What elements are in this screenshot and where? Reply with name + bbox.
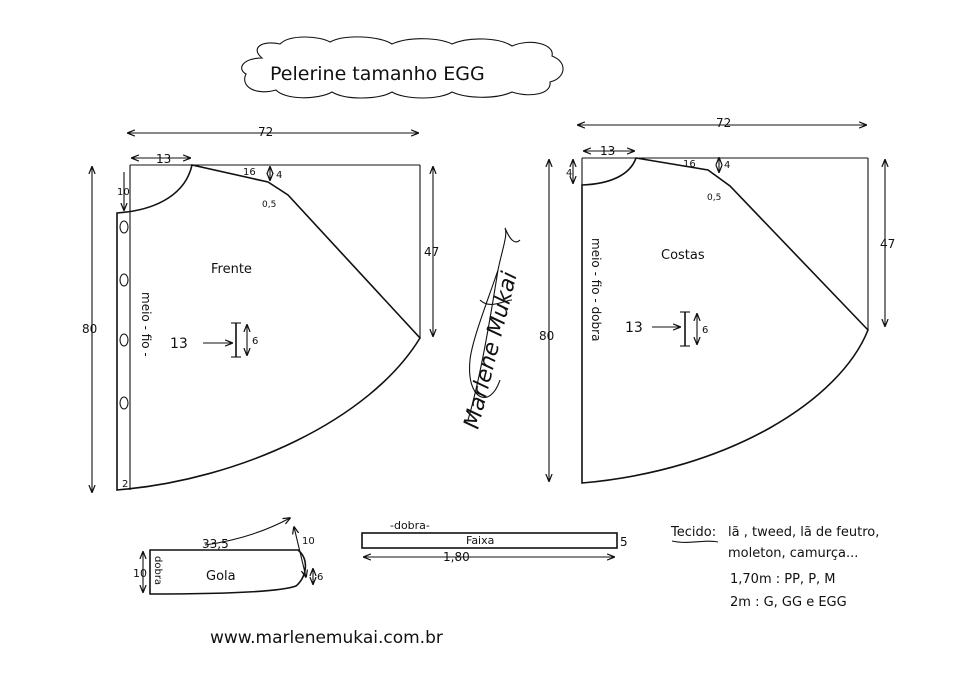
front-hem-offset-label: 2 [122,479,128,490]
back-piece-label: Costas [661,248,705,263]
back-mark-pos-label: 13 [625,320,643,336]
front-shoulder-extra-label: 0,5 [262,200,276,210]
front-pattern [92,133,433,492]
signature-text: Marlene Mukai [460,269,523,431]
band-fold-label: -dobra- [390,519,430,532]
fabric-label: Tecido: [670,525,716,540]
fabric-amount-1: 1,70m : PP, P, M [730,572,836,587]
front-height-label: 80 [82,322,97,336]
back-neck-depth-label: 4 [566,168,572,179]
back-width-label: 72 [716,116,731,130]
page-title: Pelerine tamanho EGG [270,63,485,85]
front-shoulder-label: 16 [243,167,256,178]
back-fold-label: meio - fio - dobra [589,238,603,341]
collar-end-height-label: 10 [302,536,315,547]
back-shoulder-label: 16 [683,159,696,170]
signature-mark [467,227,521,421]
front-neck-width-label: 13 [156,152,171,166]
back-neck-width-label: 13 [600,144,615,158]
fabric-line-1: lã , tweed, lã de feutro, [728,525,879,540]
front-side-label: 47 [424,245,439,259]
back-shoulder-extra-label: 0,5 [707,193,721,203]
band-piece-label: Faixa [466,534,494,547]
front-piece-label: Frente [211,262,252,277]
collar-pattern [143,518,313,595]
back-outline [581,157,869,484]
fabric-notes [671,540,719,543]
back-mark-size-label: 6 [702,325,708,336]
collar-length-label: 33,5 [202,537,229,551]
band-pattern [361,532,618,557]
band-width-label: 5 [620,535,628,549]
collar-piece-label: Gola [206,569,236,584]
front-buttonhole-size-label: 6 [252,336,258,347]
front-outline [116,164,421,491]
band-length-label: 1,80 [443,550,470,564]
collar-fold-label: dobra [152,556,163,585]
back-side-label: 47 [880,237,895,251]
front-width-label: 72 [258,125,273,139]
website-url: www.marlenemukai.com.br [210,628,443,648]
fabric-line-2: moleton, camurça... [728,546,858,561]
back-height-label: 80 [539,329,554,343]
front-buttonhole-pos-label: 13 [170,336,188,352]
back-shoulder-drop-label: 4 [724,160,730,171]
front-fold-label: meio - fio - [139,292,153,357]
front-shoulder-drop-label: 4 [276,170,282,181]
collar-tip-label: 6 [317,572,323,583]
band-outline [361,532,618,549]
title-cloud [241,36,564,99]
back-pattern [549,125,885,484]
front-buttons [119,220,129,410]
collar-height-label: 10 [133,567,147,580]
front-neck-depth-label: 10 [117,187,130,198]
fabric-amount-2: 2m : G, GG e EGG [730,595,847,610]
